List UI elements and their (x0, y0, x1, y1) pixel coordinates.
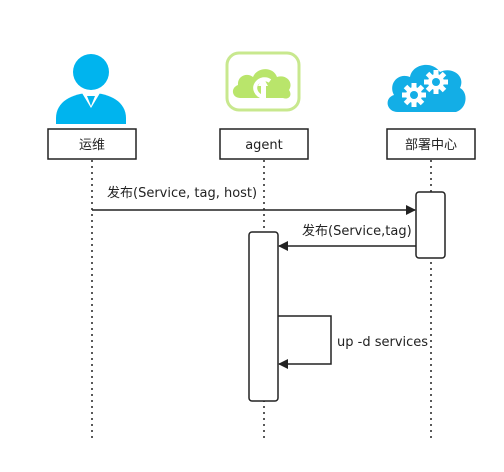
activation-agent (248, 231, 279, 402)
actor-deploy-label: 部署中心 (405, 138, 457, 153)
message-3-label: up -d services (337, 335, 428, 350)
message-3-arrow (278, 315, 332, 369)
cloud-gears-icon (387, 64, 466, 112)
message-1-label: 发布(Service, tag, host) (107, 185, 257, 201)
message-1: 发布(Service, tag, host) (92, 185, 416, 215)
message-2-label: 发布(Service,tag) (302, 223, 412, 239)
actor-deploy: 部署中心 (386, 128, 476, 160)
actor-agent: agent (219, 128, 309, 160)
cloud-upload-icon (225, 51, 301, 112)
actor-agent-label: agent (245, 138, 283, 153)
person-icon (56, 54, 126, 124)
actor-ops: 运维 (47, 128, 137, 160)
activation-deploy (415, 191, 446, 259)
actor-ops-label: 运维 (79, 138, 105, 153)
message-3: up -d services (278, 315, 428, 369)
message-2: 发布(Service,tag) (278, 223, 416, 251)
